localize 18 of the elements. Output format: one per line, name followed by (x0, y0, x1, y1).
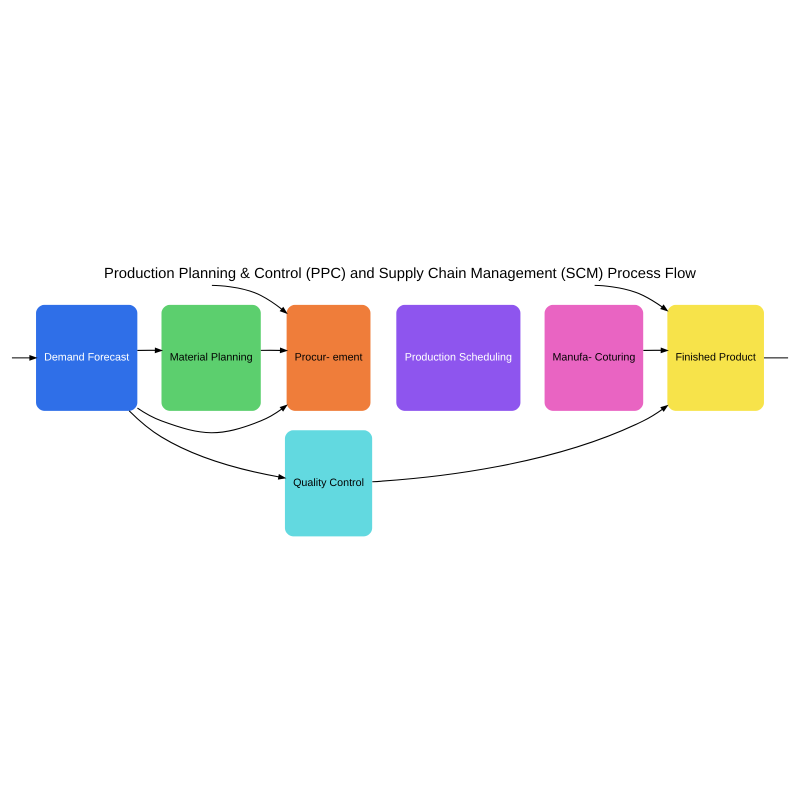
arrow (594, 284, 668, 312)
node-box: Demand Forecast (36, 304, 138, 411)
connector (764, 357, 788, 358)
node-box: Manufa- Coturing (544, 304, 644, 411)
arrow (212, 284, 288, 314)
arrow (643, 347, 669, 354)
arrow (372, 404, 669, 482)
arrow (128, 410, 286, 480)
arrow (260, 348, 288, 354)
arrow (137, 404, 288, 434)
node-box: Quality Control (284, 430, 372, 536)
node-box: Finished Product (667, 304, 764, 411)
node-box: Material Planning (162, 304, 261, 411)
diagram-title: Production Planning & Control (PPC) and Supply Chain Management (SCM) Process Flow (104, 266, 696, 282)
node-box: Procur- ement (286, 304, 370, 411)
node-box: Production Scheduling (396, 304, 520, 411)
arrow (12, 354, 38, 361)
arrow (137, 347, 164, 354)
